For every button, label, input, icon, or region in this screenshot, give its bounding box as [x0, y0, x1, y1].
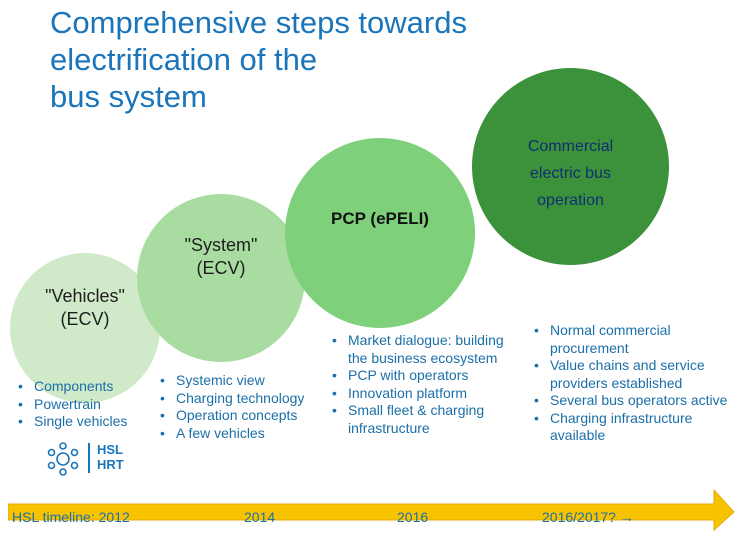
- logo-text: HSL HRT: [97, 442, 124, 472]
- bullet-item: Small fleet & charging infrastructure: [328, 402, 523, 437]
- stage-circle-pcp: [285, 138, 475, 328]
- timeline-label-2014: 2014: [244, 509, 276, 525]
- bullet-item: Several bus operators active: [530, 392, 734, 410]
- stage-bullets-pcp: Market dialogue: building the business e…: [328, 332, 523, 437]
- bullet-item: A few vehicles: [156, 425, 331, 443]
- stage-label-pcp: PCP (ePELI): [331, 209, 429, 228]
- timeline-label-2012: HSL timeline: 2012: [12, 509, 130, 525]
- bullet-item: Powertrain: [14, 396, 149, 414]
- stage-bullets-commercial: Normal commercial procurement Value chai…: [530, 322, 734, 445]
- bullet-item: Innovation platform: [328, 385, 523, 403]
- bullet-item: Charging infrastructure available: [530, 410, 734, 445]
- bullet-item: Components: [14, 378, 149, 396]
- stage-bullets-system: Systemic view Charging technology Operat…: [156, 372, 331, 442]
- bullet-item: Charging technology: [156, 390, 331, 408]
- bullet-item: PCP with operators: [328, 367, 523, 385]
- timeline-label-2016: 2016: [397, 509, 429, 525]
- bullet-item: Value chains and service providers estab…: [530, 357, 734, 392]
- stage-label-system: "System" (ECV): [184, 235, 258, 278]
- bullet-item: Single vehicles: [14, 413, 149, 431]
- stage-bullets-vehicles: Components Powertrain Single vehicles: [14, 378, 149, 431]
- timeline-arrow: [8, 488, 734, 532]
- bullet-item: Systemic view: [156, 372, 331, 390]
- bullet-item: Operation concepts: [156, 407, 331, 425]
- page-title: Comprehensive steps towards electrificat…: [50, 5, 467, 114]
- bullet-item: Market dialogue: building the business e…: [328, 332, 523, 367]
- timeline-label-2016-2017: 2016/2017? →: [542, 509, 634, 525]
- hsl-sun-icon: [47, 442, 79, 476]
- bullet-item: Normal commercial procurement: [530, 322, 734, 357]
- stage-circle-system: [137, 194, 305, 362]
- stage-circle-commercial: [472, 68, 669, 265]
- stage-label-commercial: Commercial electric bus operation: [527, 138, 614, 209]
- logo-divider: [88, 443, 90, 473]
- hsl-logo: HSL HRT: [46, 441, 146, 479]
- stage-label-vehicles: "Vehicles" (ECV): [45, 286, 125, 329]
- timeline-arrow-shape: [8, 488, 734, 532]
